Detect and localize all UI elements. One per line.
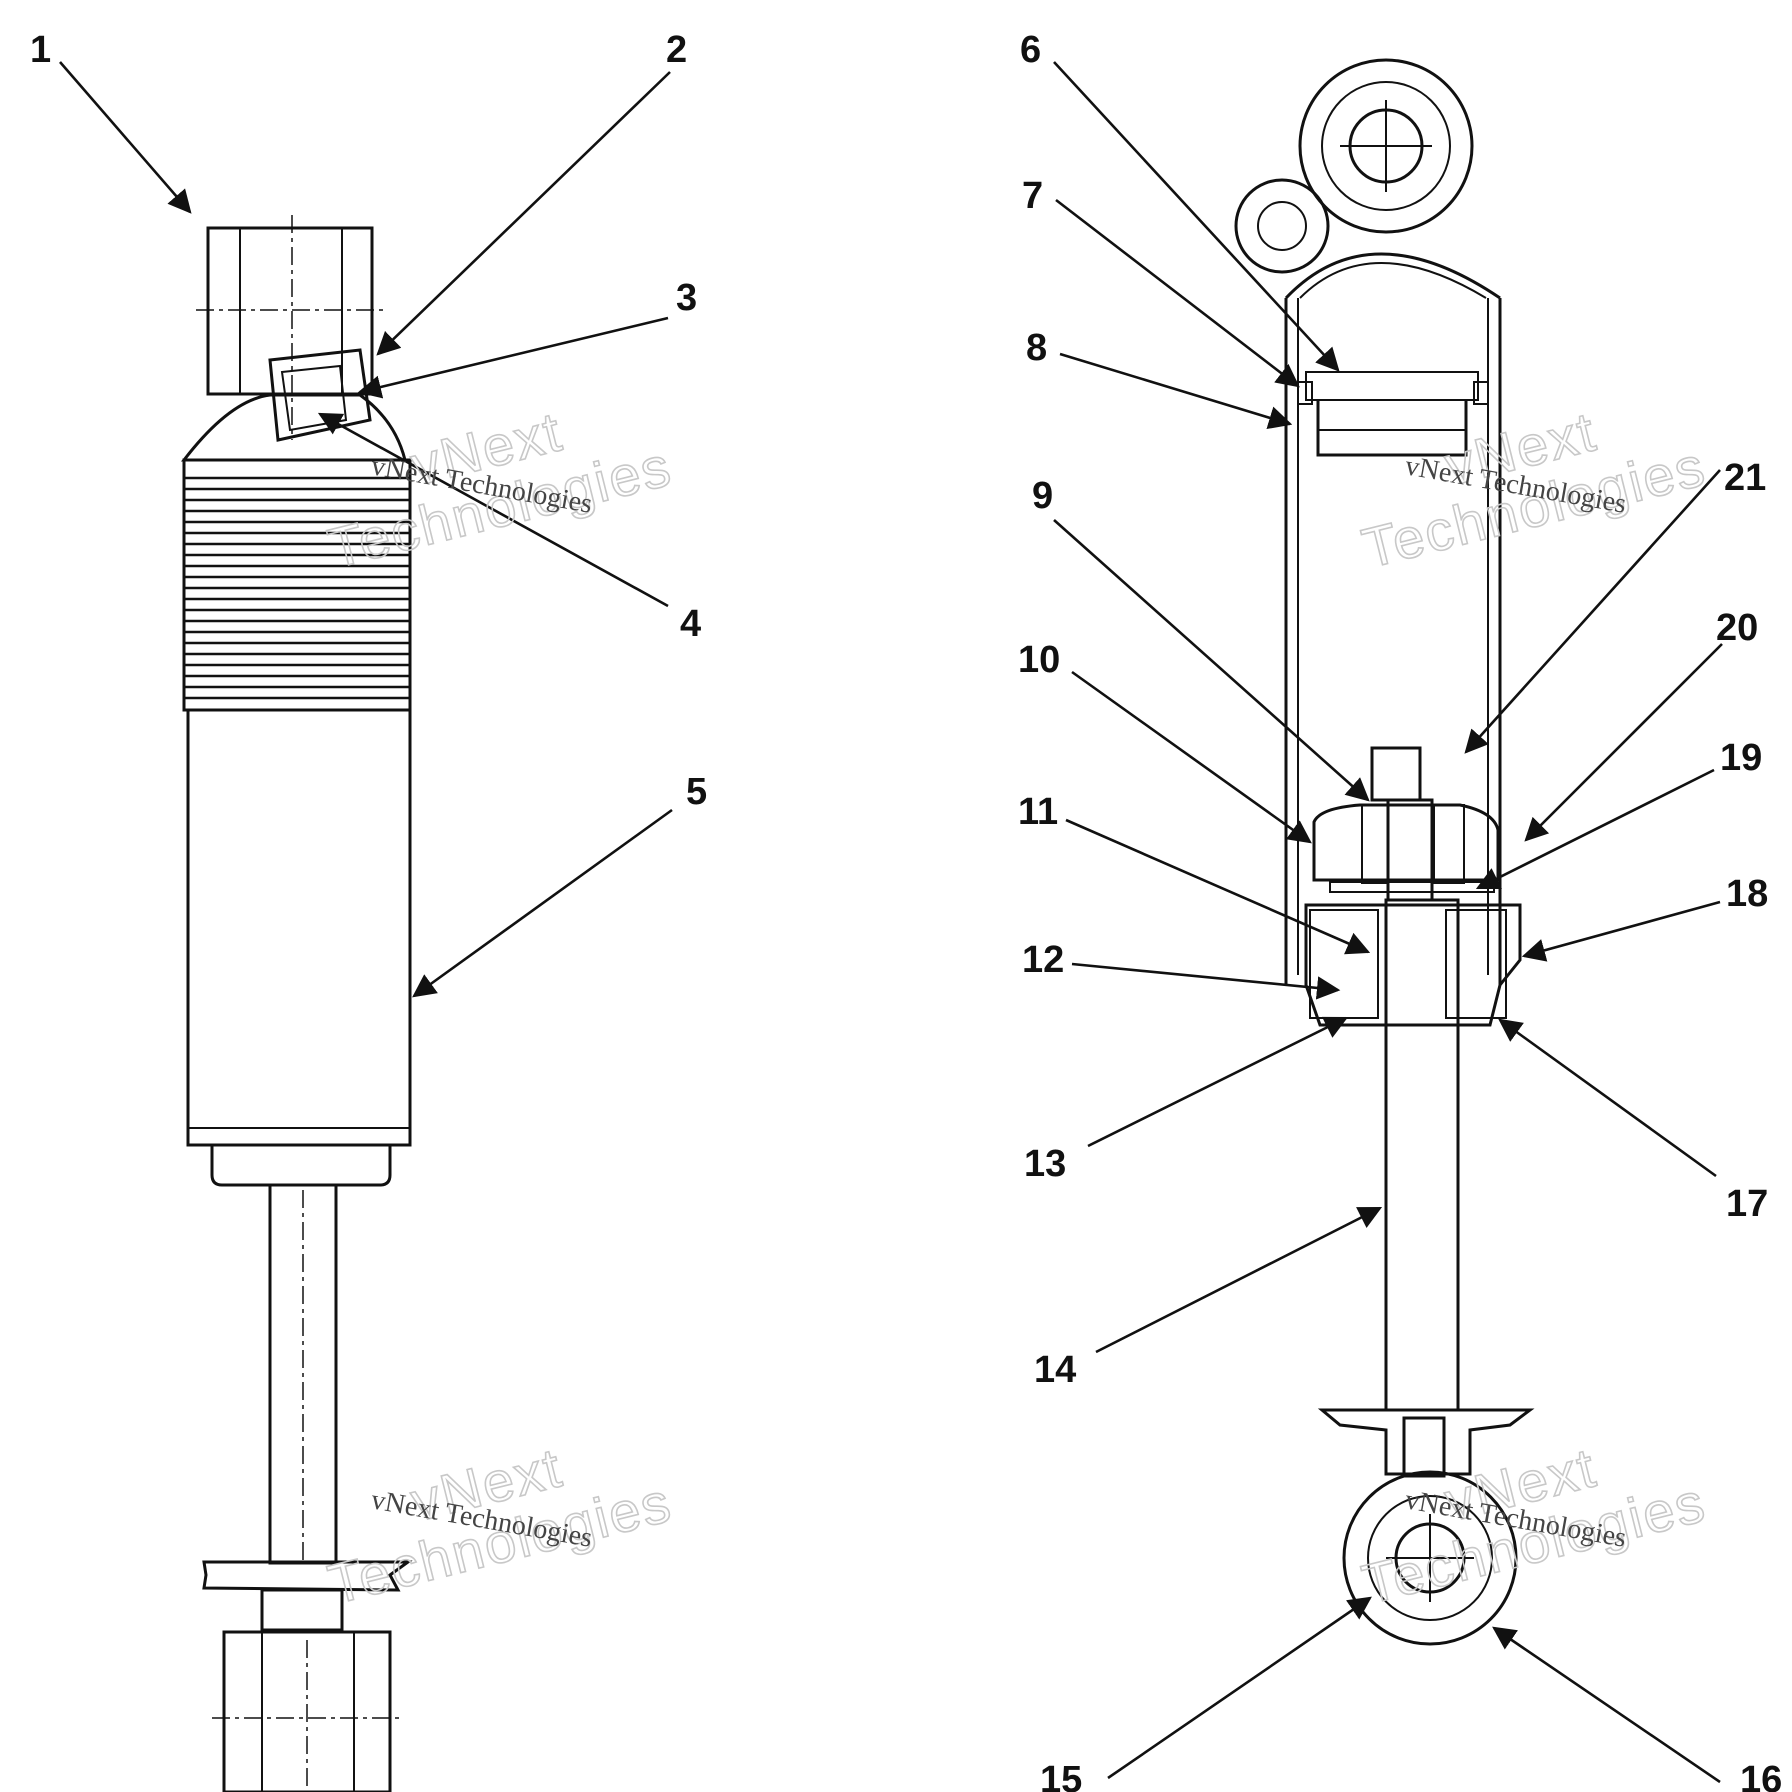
shock-exterior-view (180, 215, 413, 1792)
leader-lines (59, 61, 1723, 1784)
callout-3: 3 (676, 277, 697, 319)
callout-4: 4 (680, 603, 701, 645)
callout-16: 16 (1740, 1759, 1782, 1792)
shock-section-view (1234, 58, 1535, 1646)
callout-9: 9 (1032, 475, 1053, 517)
callout-2: 2 (666, 29, 687, 71)
callout-13: 13 (1024, 1143, 1066, 1185)
callout-12: 12 (1022, 939, 1064, 981)
callout-20: 20 (1716, 607, 1758, 649)
callout-18: 18 (1726, 873, 1768, 915)
callout-7: 7 (1022, 175, 1043, 217)
callout-19: 19 (1720, 737, 1762, 779)
callout-15: 15 (1040, 1759, 1082, 1792)
callout-8: 8 (1026, 327, 1047, 369)
callout-5: 5 (686, 771, 707, 813)
callout-17: 17 (1726, 1183, 1768, 1225)
callout-6: 6 (1020, 29, 1041, 71)
callout-14: 14 (1034, 1349, 1076, 1391)
callout-labels: 1 2 3 4 5 6 7 8 9 10 11 12 13 14 15 16 1… (30, 29, 1782, 1792)
callout-11: 11 (1018, 791, 1058, 833)
callout-10: 10 (1018, 639, 1060, 681)
callout-1: 1 (30, 29, 51, 71)
callout-21: 21 (1724, 457, 1766, 499)
